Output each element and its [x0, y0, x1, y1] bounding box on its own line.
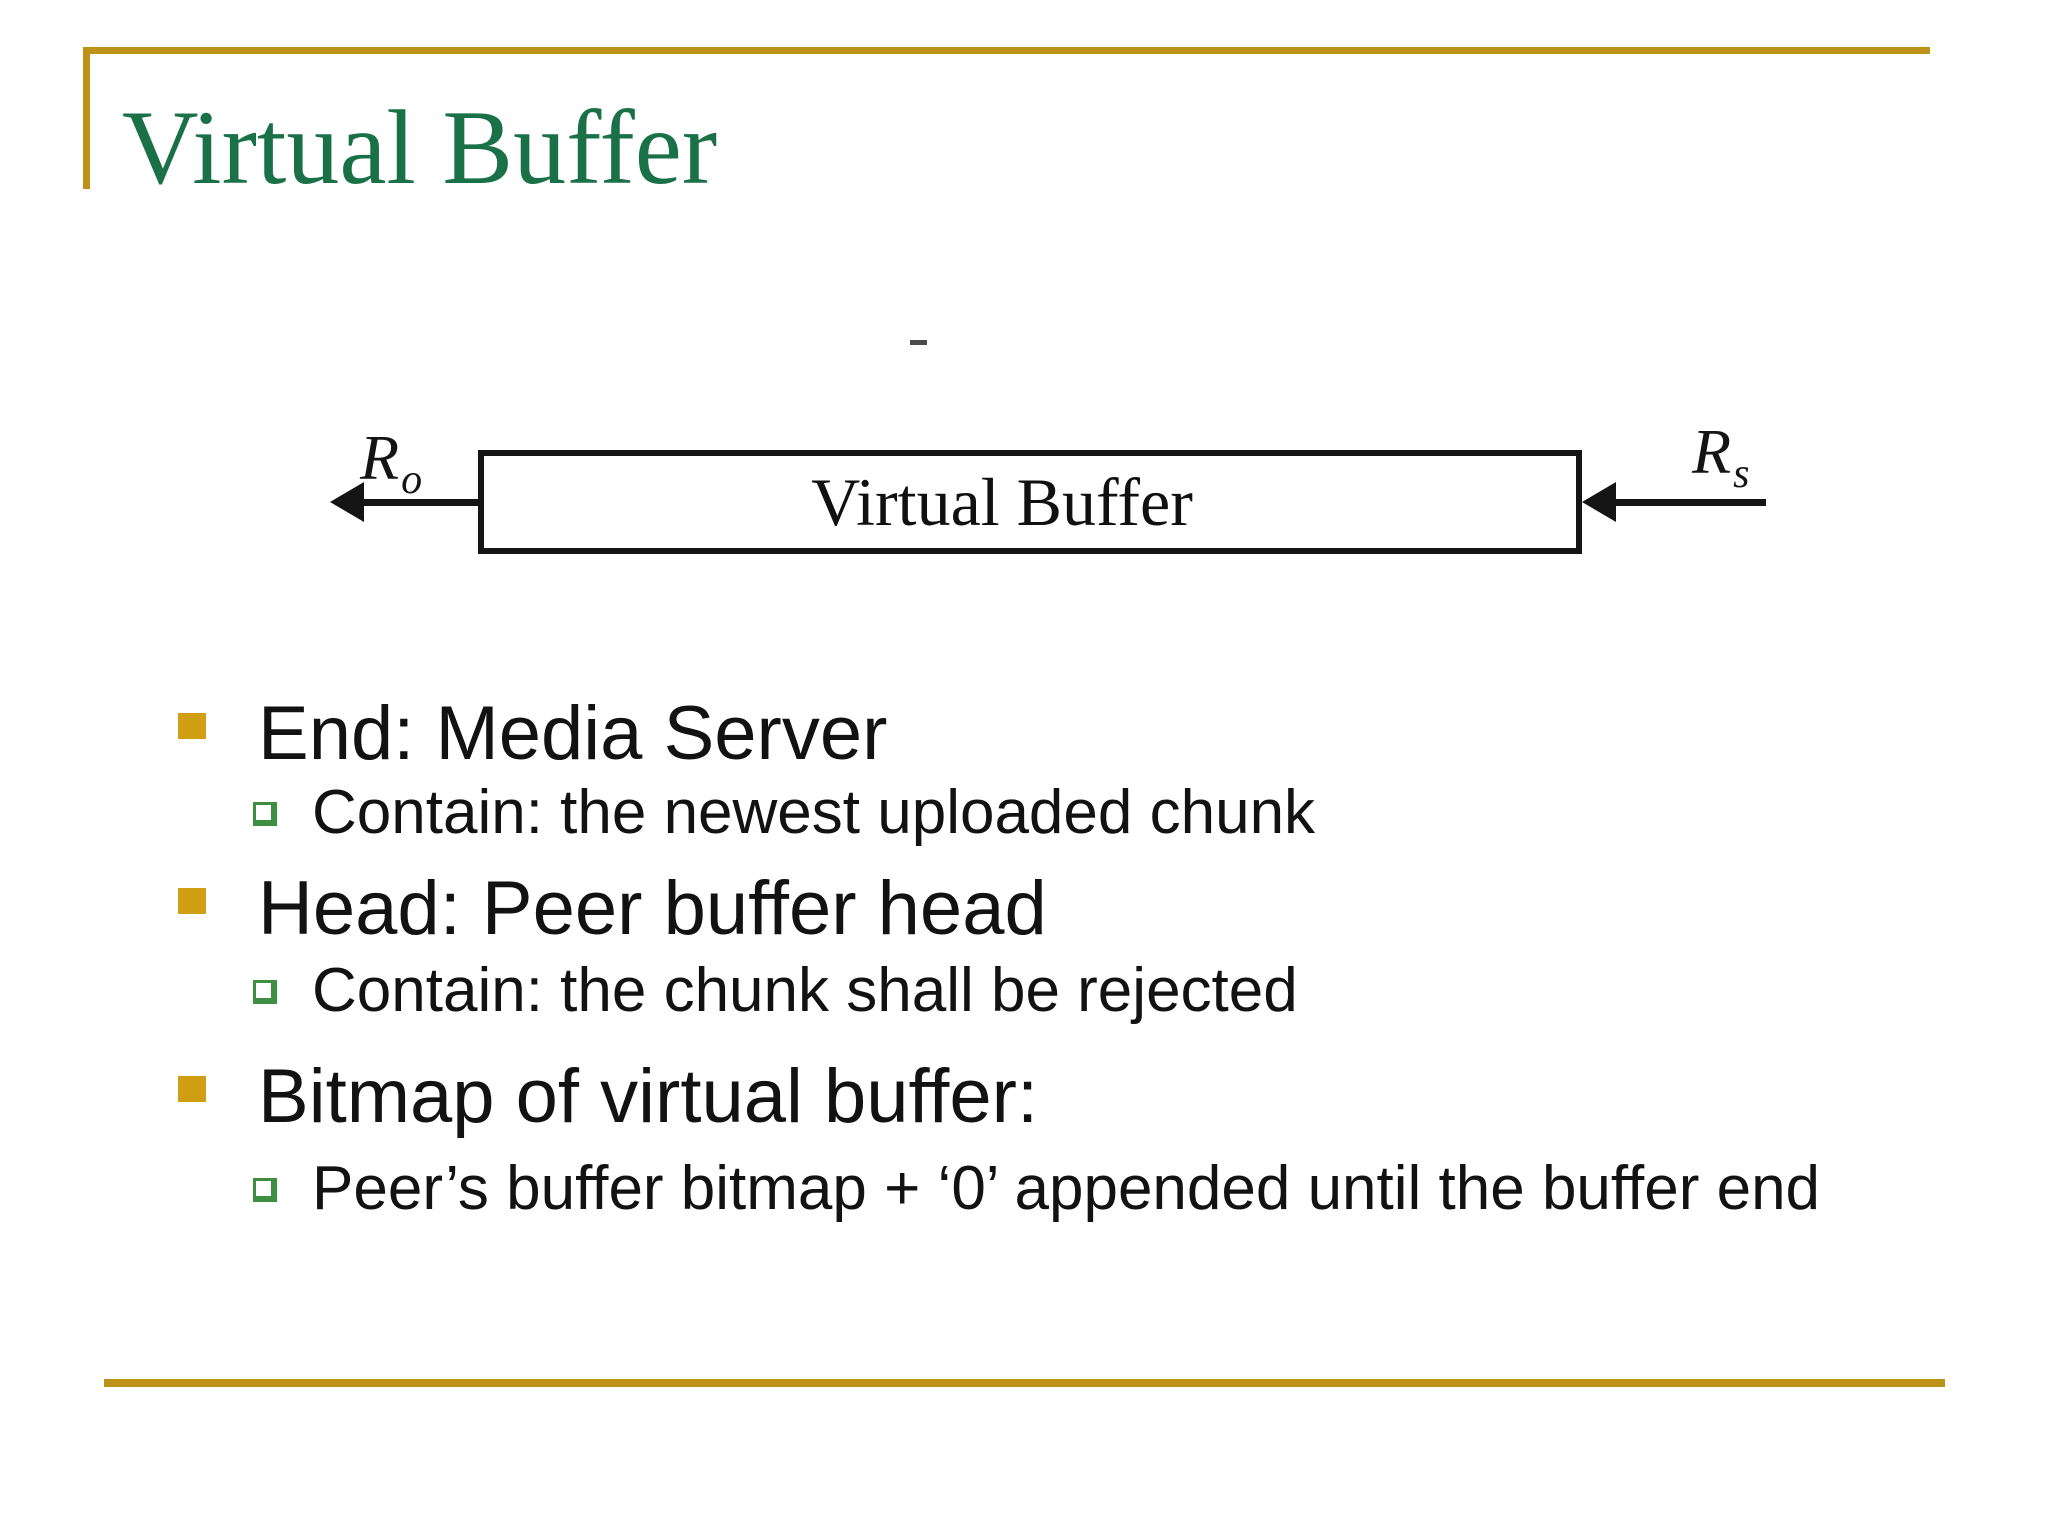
sub-bullet-text: Contain: the newest uploaded chunk	[312, 778, 1316, 847]
rate-ro-subscript: o	[401, 457, 423, 503]
rate-rs-subscript: s	[1733, 451, 1750, 497]
rate-label-ro: Ro	[360, 426, 423, 503]
bullet-text: End: Media Server	[258, 691, 888, 776]
gold-square-bullet-icon	[178, 888, 206, 914]
virtual-buffer-box-label: Virtual Buffer	[811, 464, 1193, 540]
right-arrow-head-icon	[1582, 482, 1616, 522]
green-square-bullet-icon	[253, 1178, 277, 1202]
slide-title: Virtual Buffer	[122, 89, 718, 206]
gold-square-bullet-icon	[178, 1076, 206, 1102]
frame-bottom-line	[104, 1379, 1945, 1387]
bullet-row: End: Media Server	[0, 696, 2048, 772]
virtual-buffer-box: Virtual Buffer	[478, 450, 1582, 554]
sub-bullet-text: Peer’s buffer bitmap + ‘0’ appended unti…	[312, 1154, 1821, 1223]
left-arrow-head-icon	[330, 482, 364, 522]
frame-top-line	[83, 47, 1930, 54]
bullet-text: Bitmap of virtual buffer:	[258, 1054, 1039, 1139]
bullet-row: Bitmap of virtual buffer:	[0, 1059, 2048, 1135]
sub-bullet-row: Peer’s buffer bitmap + ‘0’ appended unti…	[0, 1158, 2048, 1220]
sub-bullet-text: Contain: the chunk shall be rejected	[312, 956, 1298, 1025]
green-square-bullet-icon	[253, 802, 277, 826]
rate-rs-base: R	[1692, 416, 1732, 487]
rate-label-rs: Rs	[1692, 420, 1750, 497]
frame-left-line	[83, 47, 90, 189]
bullet-text: Head: Peer buffer head	[258, 866, 1047, 951]
right-arrow-shaft	[1612, 499, 1766, 506]
left-arrow-shaft	[346, 499, 482, 506]
bullet-row: Head: Peer buffer head	[0, 871, 2048, 947]
gold-square-bullet-icon	[178, 713, 206, 739]
dash-mark	[910, 340, 927, 345]
sub-bullet-row: Contain: the newest uploaded chunk	[0, 782, 2048, 844]
sub-bullet-row: Contain: the chunk shall be rejected	[0, 960, 2048, 1022]
green-square-bullet-icon	[253, 980, 277, 1004]
rate-ro-base: R	[360, 422, 400, 493]
